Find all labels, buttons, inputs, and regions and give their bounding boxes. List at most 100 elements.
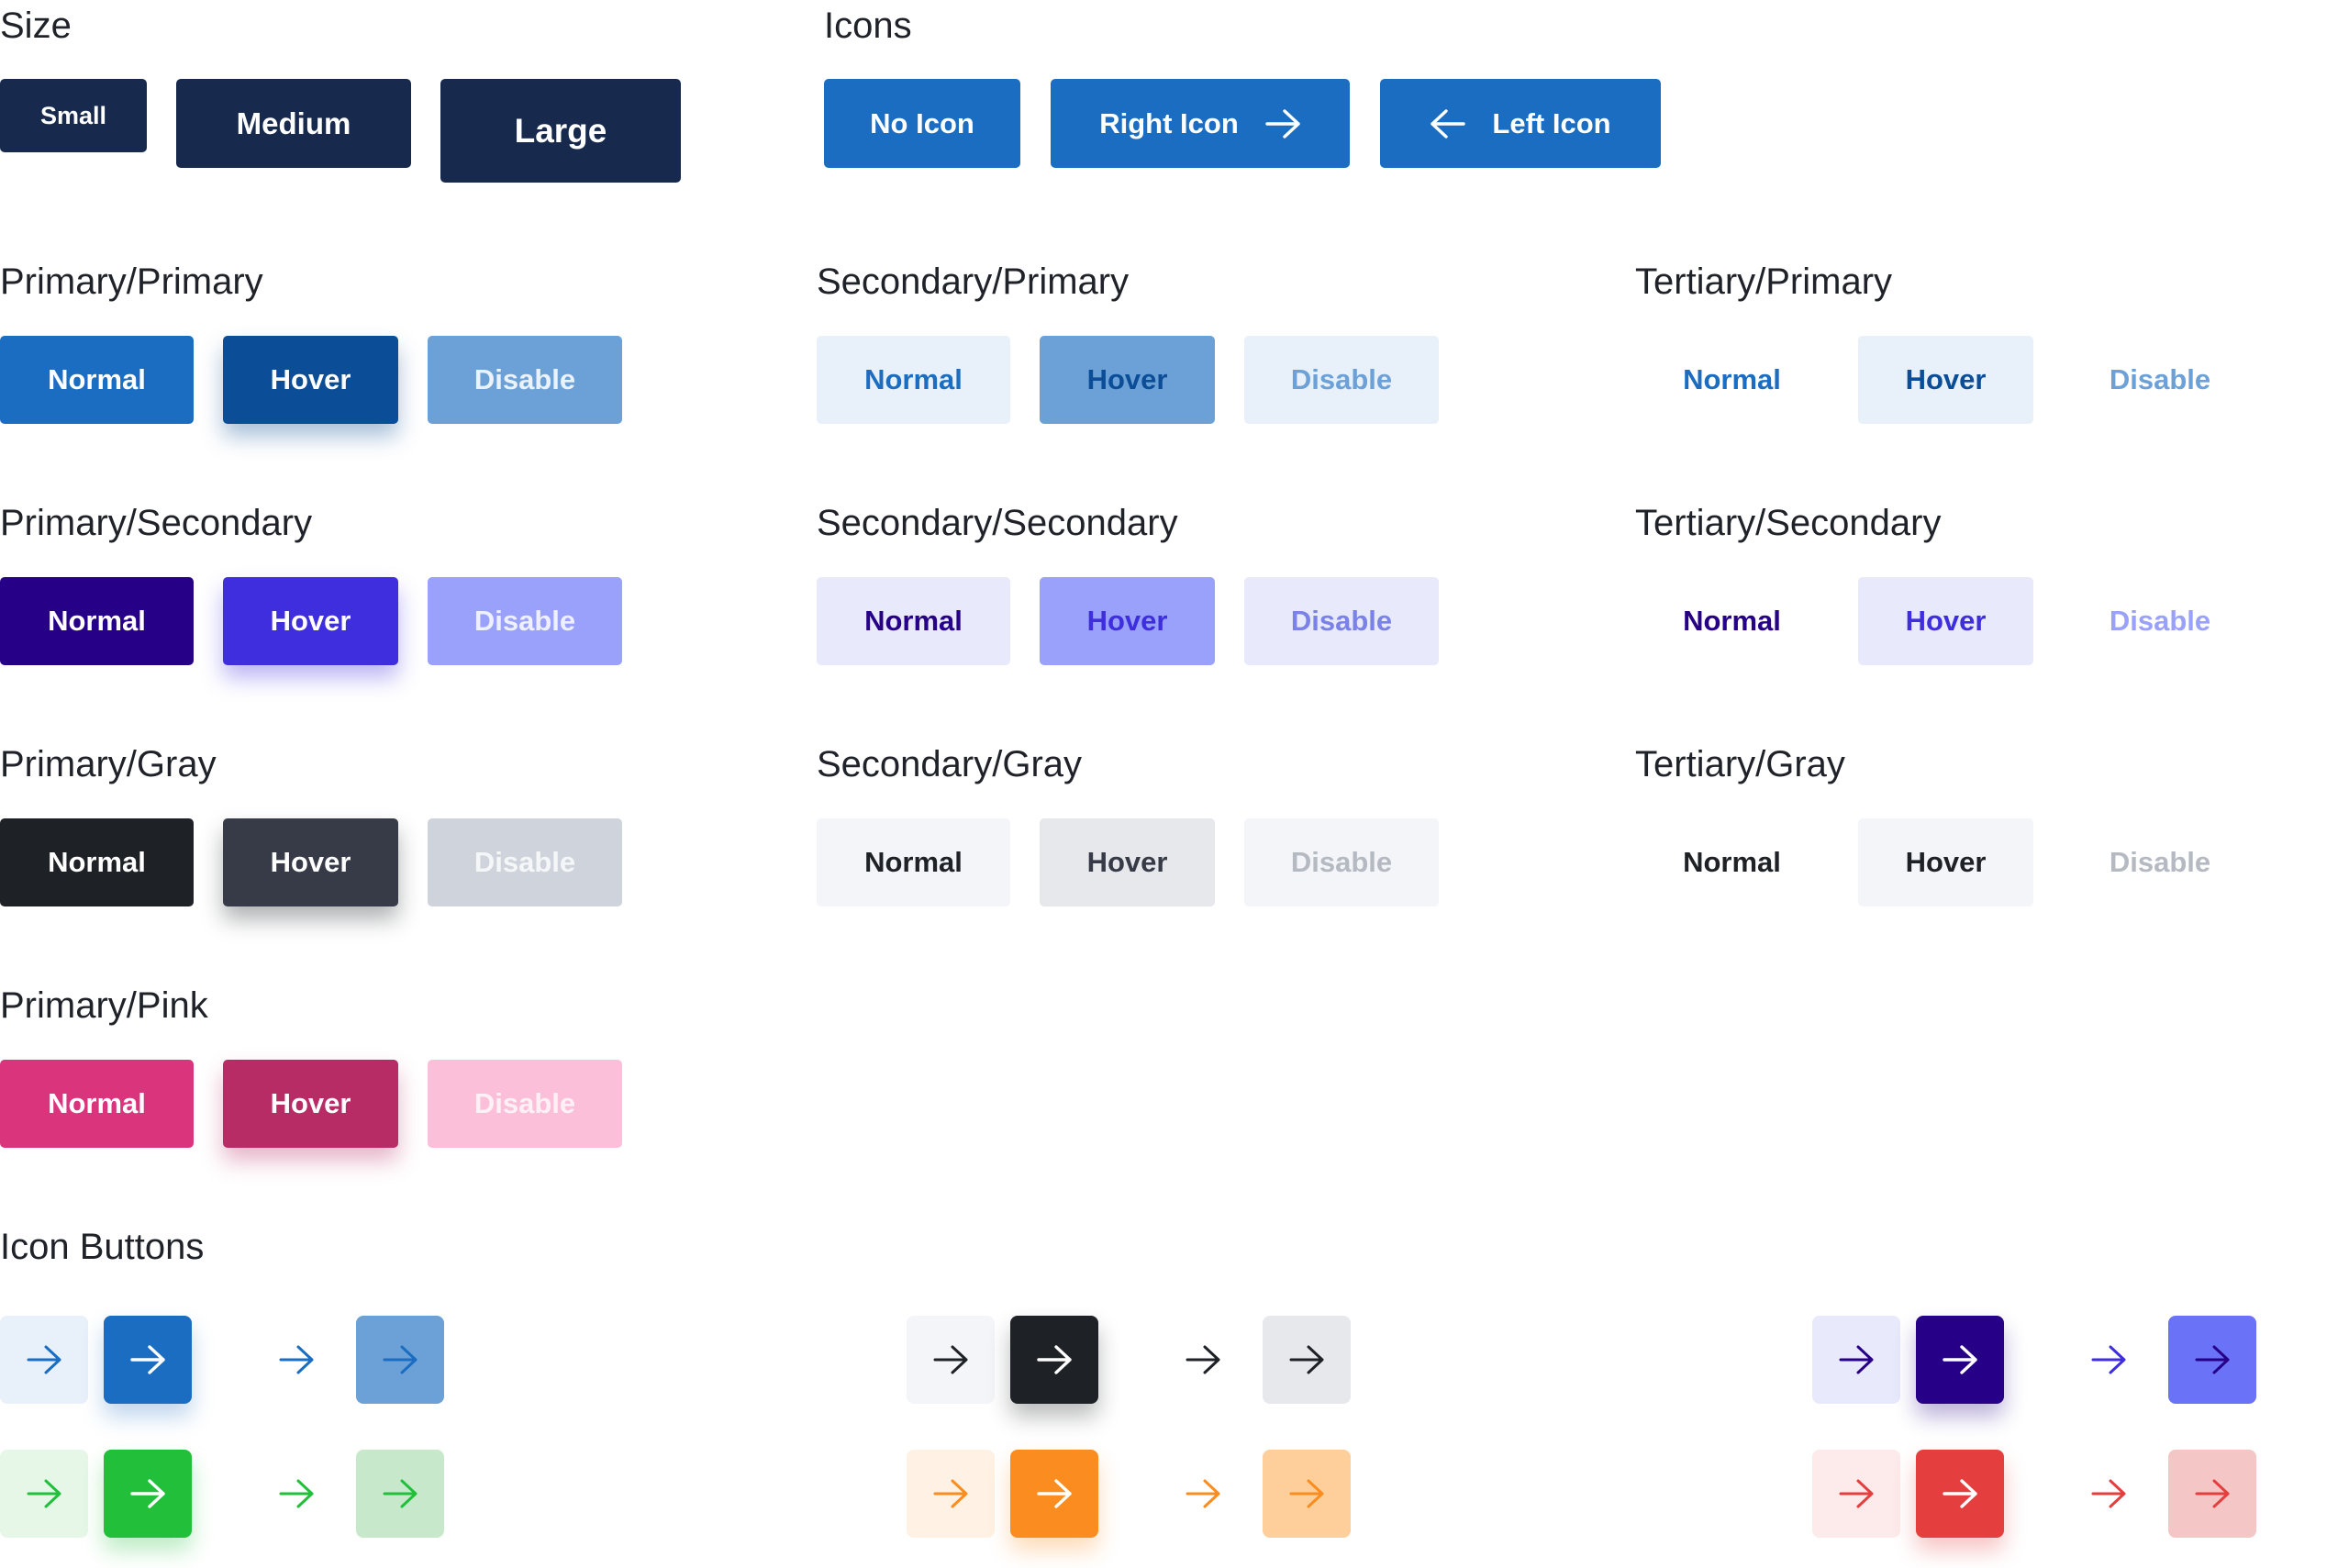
arrow-right-icon: [1942, 1478, 1978, 1509]
icon-button-green-primary[interactable]: [104, 1450, 192, 1538]
icon-button-blue-primary[interactable]: [104, 1316, 192, 1404]
left-icon-button[interactable]: Left Icon: [1380, 79, 1661, 168]
icon-button-blue-secondary[interactable]: [0, 1316, 88, 1404]
arrow-right-icon: [26, 1478, 62, 1509]
secondary-secondary-hover-button[interactable]: Hover: [1040, 577, 1215, 665]
icon-button-orange-primary[interactable]: [1010, 1450, 1098, 1538]
tertiary-gray-hover-button[interactable]: Hover: [1858, 818, 2033, 906]
secondary-primary-hover-button[interactable]: Hover: [1040, 336, 1215, 424]
medium-button[interactable]: Medium: [176, 79, 411, 168]
secondary-gray-disable-button[interactable]: Disable: [1244, 818, 1439, 906]
icon-button-orange-secondary[interactable]: [907, 1450, 995, 1538]
large-button[interactable]: Large: [440, 79, 681, 183]
icon-button-orange-disabled[interactable]: [1263, 1450, 1351, 1538]
arrow-left-icon: [1430, 108, 1466, 139]
icon-button-blue-tertiary[interactable]: [252, 1316, 340, 1404]
primary-primary-disable-button[interactable]: Disable: [428, 336, 622, 424]
primary-pink-normal-button[interactable]: Normal: [0, 1060, 194, 1148]
icon-button-orange-tertiary[interactable]: [1159, 1450, 1247, 1538]
icon-button-gray-secondary[interactable]: [907, 1316, 995, 1404]
small-button[interactable]: Small: [0, 79, 147, 152]
icon-button-green-tertiary[interactable]: [252, 1450, 340, 1538]
tertiary-gray-disable-button[interactable]: Disable: [2063, 818, 2257, 906]
primary-primary-hover-button[interactable]: Hover: [223, 336, 398, 424]
arrow-right-icon: [382, 1344, 418, 1375]
icon-button-green-secondary[interactable]: [0, 1450, 88, 1538]
icon-button-blue-disabled[interactable]: [356, 1316, 444, 1404]
section-title-tertiary-primary: Tertiary/Primary: [1635, 261, 1893, 302]
icon-button-indigo-disabled[interactable]: [2168, 1316, 2256, 1404]
tertiary-secondary-disable-button[interactable]: Disable: [2063, 577, 2257, 665]
tertiary-primary-normal-button[interactable]: Normal: [1635, 336, 1829, 424]
arrow-right-icon: [129, 1344, 166, 1375]
arrow-right-icon: [382, 1478, 418, 1509]
icon-button-red-primary[interactable]: [1916, 1450, 2004, 1538]
secondary-secondary-normal-button[interactable]: Normal: [817, 577, 1010, 665]
section-title-icons: Icons: [824, 6, 912, 46]
secondary-primary-disable-button[interactable]: Disable: [1244, 336, 1439, 424]
section-title-tertiary-gray: Tertiary/Gray: [1635, 744, 1845, 784]
section-title-primary-gray: Primary/Gray: [0, 744, 217, 784]
section-title-primary-secondary: Primary/Secondary: [0, 503, 313, 543]
tertiary-secondary-normal-button[interactable]: Normal: [1635, 577, 1829, 665]
arrow-right-icon: [2090, 1344, 2127, 1375]
primary-secondary-hover-button[interactable]: Hover: [223, 577, 398, 665]
primary-secondary-normal-button[interactable]: Normal: [0, 577, 194, 665]
primary-pink-disable-button[interactable]: Disable: [428, 1060, 622, 1148]
arrow-right-icon: [1264, 108, 1301, 139]
arrow-right-icon: [1185, 1344, 1221, 1375]
arrow-right-icon: [129, 1478, 166, 1509]
icon-button-gray-disabled[interactable]: [1263, 1316, 1351, 1404]
section-title-secondary-gray: Secondary/Gray: [817, 744, 1083, 784]
section-title-primary-pink: Primary/Pink: [0, 985, 208, 1026]
arrow-right-icon: [932, 1478, 969, 1509]
arrow-right-icon: [278, 1344, 315, 1375]
section-title-primary-primary: Primary/Primary: [0, 261, 263, 302]
tertiary-primary-disable-button[interactable]: Disable: [2063, 336, 2257, 424]
arrow-right-icon: [1838, 1344, 1875, 1375]
icon-button-indigo-tertiary[interactable]: [2065, 1316, 2153, 1404]
arrow-right-icon: [2194, 1478, 2231, 1509]
primary-gray-hover-button[interactable]: Hover: [223, 818, 398, 906]
primary-primary-normal-button[interactable]: Normal: [0, 336, 194, 424]
arrow-right-icon: [278, 1478, 315, 1509]
section-title-tertiary-secondary: Tertiary/Secondary: [1635, 503, 1942, 543]
arrow-right-icon: [1838, 1478, 1875, 1509]
arrow-right-icon: [1942, 1344, 1978, 1375]
primary-pink-hover-button[interactable]: Hover: [223, 1060, 398, 1148]
tertiary-secondary-hover-button[interactable]: Hover: [1858, 577, 2033, 665]
section-title-size: Size: [0, 6, 72, 46]
arrow-right-icon: [1288, 1478, 1325, 1509]
right-icon-button-label: Right Icon: [1099, 106, 1239, 139]
arrow-right-icon: [1036, 1344, 1073, 1375]
section-title-icon-buttons: Icon Buttons: [0, 1227, 205, 1267]
icon-button-green-disabled[interactable]: [356, 1450, 444, 1538]
arrow-right-icon: [1288, 1344, 1325, 1375]
icon-button-indigo-secondary[interactable]: [1812, 1316, 1900, 1404]
secondary-secondary-disable-button[interactable]: Disable: [1244, 577, 1439, 665]
icon-button-gray-primary[interactable]: [1010, 1316, 1098, 1404]
secondary-primary-normal-button[interactable]: Normal: [817, 336, 1010, 424]
primary-gray-normal-button[interactable]: Normal: [0, 818, 194, 906]
tertiary-gray-normal-button[interactable]: Normal: [1635, 818, 1829, 906]
arrow-right-icon: [1036, 1478, 1073, 1509]
arrow-right-icon: [1185, 1478, 1221, 1509]
arrow-right-icon: [26, 1344, 62, 1375]
tertiary-primary-hover-button[interactable]: Hover: [1858, 336, 2033, 424]
secondary-gray-hover-button[interactable]: Hover: [1040, 818, 1215, 906]
arrow-right-icon: [2194, 1344, 2231, 1375]
icon-button-red-tertiary[interactable]: [2065, 1450, 2153, 1538]
right-icon-button[interactable]: Right Icon: [1051, 79, 1350, 168]
primary-secondary-disable-button[interactable]: Disable: [428, 577, 622, 665]
secondary-gray-normal-button[interactable]: Normal: [817, 818, 1010, 906]
arrow-right-icon: [2090, 1478, 2127, 1509]
icon-button-red-secondary[interactable]: [1812, 1450, 1900, 1538]
section-title-secondary-secondary: Secondary/Secondary: [817, 503, 1178, 543]
icon-button-red-disabled[interactable]: [2168, 1450, 2256, 1538]
arrow-right-icon: [932, 1344, 969, 1375]
icon-button-gray-tertiary[interactable]: [1159, 1316, 1247, 1404]
primary-gray-disable-button[interactable]: Disable: [428, 818, 622, 906]
section-title-secondary-primary: Secondary/Primary: [817, 261, 1130, 302]
no-icon-button[interactable]: No Icon: [824, 79, 1020, 168]
icon-button-indigo-primary[interactable]: [1916, 1316, 2004, 1404]
